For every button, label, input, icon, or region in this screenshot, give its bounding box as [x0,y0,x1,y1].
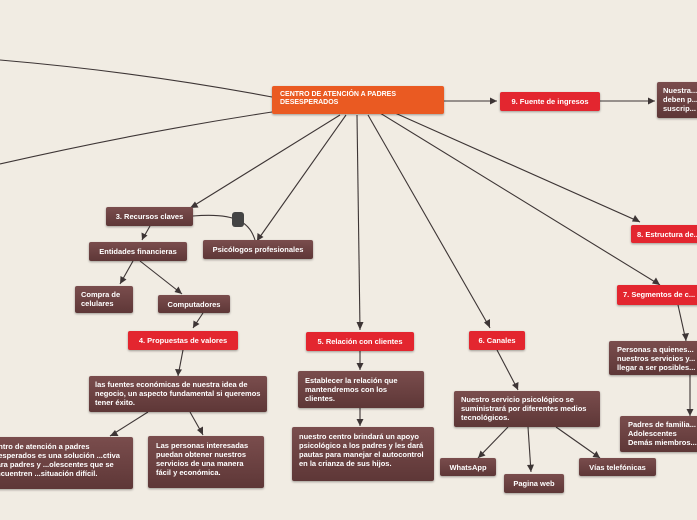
node-vias-telefonicas-label: Vías telefónicas [589,462,646,472]
topic-estructura-label: 8. Estructura de... [637,230,697,239]
topic-recursos-claves-label: 3. Recursos claves [115,212,184,221]
node-whatsapp[interactable]: WhatsApp [440,458,496,476]
topic-estructura[interactable]: 8. Estructura de... [631,225,697,243]
relacion-apoyo[interactable]: nuestro centro brindará un apoyo psicoló… [292,427,434,481]
central-topic[interactable]: CENTRO DE ATENCIÓN A PADRES DESESPERADOS [272,86,444,114]
segmentos-description-text: Personas a quienes... nuestros servicios… [617,345,696,372]
node-entidades-financieras-label: Entidades financieras [99,247,177,256]
node-pagina-web-label: Pagina web [513,479,555,488]
central-topic-label: CENTRO DE ATENCIÓN A PADRES DESESPERADOS [280,91,397,107]
node-computadores-label: Computadores [167,299,221,309]
node-compra-celulares-label: Compra de celulares [81,290,121,308]
segmentos-description[interactable]: Personas a quienes... nuestros servicios… [609,341,697,375]
topic-fuente-ingresos-label: 9. Fuente de ingresos [511,97,589,106]
topic-relacion-clientes[interactable]: 5. Relación con clientes [306,332,414,351]
topic-fuente-ingresos[interactable]: 9. Fuente de ingresos [500,92,600,111]
relacion-description[interactable]: Establecer la relación que mantendremos … [298,371,424,408]
topic-segmentos-label: 7. Segmentos de c... [623,290,696,299]
canales-description-text: Nuestro servicio psicológico se suminist… [461,395,587,422]
propuestas-solucion[interactable]: ...ntro de atención a padres ...esperado… [0,437,133,489]
fuente-ingresos-description-text: Nuestra... deben p... suscrip... [663,86,697,113]
node-whatsapp-label: WhatsApp [449,462,487,472]
propuestas-facilidad-text: Las personas interesadas puedan obtener … [156,441,249,477]
connector-handle[interactable] [232,212,244,227]
topic-propuestas-valores[interactable]: 4. Propuestas de valores [128,331,238,350]
relacion-description-text: Establecer la relación que mantendremos … [305,376,398,403]
topic-canales[interactable]: 6. Canales [469,331,525,350]
segmentos-list[interactable]: Padres de familia... Adolescentes Demás … [620,416,697,452]
topic-segmentos[interactable]: 7. Segmentos de c... [617,285,697,305]
node-vias-telefonicas[interactable]: Vías telefónicas [579,458,656,476]
node-psicologos-profesionales-label: Psicólogos profesionales [212,245,304,254]
node-pagina-web[interactable]: Pagina web [504,474,564,493]
segmentos-list-text: Padres de familia... Adolescentes Demás … [628,420,697,447]
canales-description[interactable]: Nuestro servicio psicológico se suminist… [454,391,600,427]
node-psicologos-profesionales[interactable]: Psicólogos profesionales [203,240,313,259]
node-entidades-financieras[interactable]: Entidades financieras [89,242,187,261]
topic-propuestas-valores-label: 4. Propuestas de valores [138,336,228,345]
node-compra-celulares[interactable]: Compra de celulares [75,286,133,313]
relacion-apoyo-text: nuestro centro brindará un apoyo psicoló… [299,432,424,468]
propuestas-description[interactable]: las fuentes económicas de nuestra idea d… [89,376,267,412]
topic-recursos-claves[interactable]: 3. Recursos claves [106,207,193,226]
topic-canales-label: 6. Canales [478,336,516,345]
fuente-ingresos-description[interactable]: Nuestra... deben p... suscrip... [657,82,697,118]
propuestas-facilidad[interactable]: Las personas interesadas puedan obtener … [148,436,264,488]
propuestas-description-text: las fuentes económicas de nuestra idea d… [95,380,261,407]
topic-relacion-clientes-label: 5. Relación con clientes [317,337,403,346]
node-computadores[interactable]: Computadores [158,295,230,313]
propuestas-solucion-text: ...ntro de atención a padres ...esperado… [0,442,120,478]
